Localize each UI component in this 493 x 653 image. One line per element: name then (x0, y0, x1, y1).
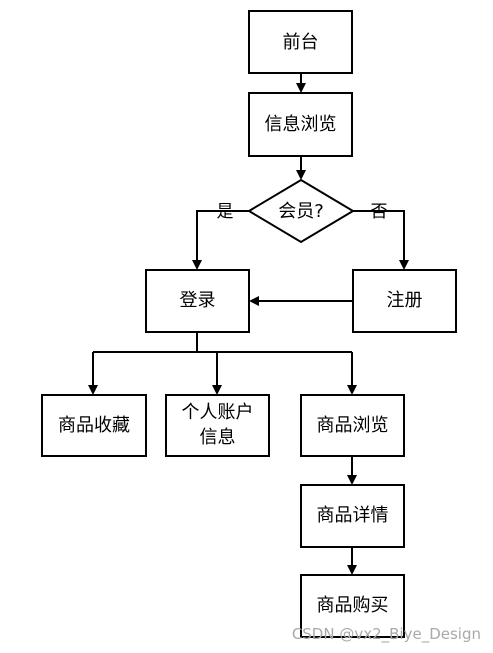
node-frontend-label: 前台 (283, 32, 319, 53)
edge-member-no-to-register (353, 210, 405, 261)
arrowhead (249, 296, 259, 306)
node-browse-info-label: 信息浏览 (265, 114, 337, 135)
connectors (88, 73, 409, 575)
node-favorites-label: 商品收藏 (58, 415, 130, 436)
node-member-decision: 会员? (247, 178, 355, 244)
arrowhead (347, 565, 357, 575)
node-product-purchase-label: 商品购买 (317, 595, 389, 616)
arrowhead (192, 260, 202, 270)
edge-label-yes: 是 (217, 202, 234, 222)
arrowhead (88, 385, 98, 395)
node-frontend: 前台 (248, 10, 353, 74)
node-register: 注册 (352, 269, 457, 333)
arrowhead (399, 260, 409, 270)
node-account-label-line2: 信息 (200, 427, 236, 448)
node-favorites: 商品收藏 (41, 394, 147, 457)
edge-member-yes-to-login (196, 210, 249, 261)
node-product-detail-label: 商品详情 (317, 505, 389, 526)
node-product-detail: 商品详情 (300, 484, 405, 548)
node-login-label: 登录 (180, 290, 216, 311)
node-product-browse-label: 商品浏览 (317, 415, 389, 436)
node-product-browse: 商品浏览 (300, 394, 405, 457)
node-account-label-line1: 个人账户 (182, 402, 254, 423)
arrowhead (296, 170, 306, 180)
node-product-purchase: 商品购买 (300, 574, 405, 638)
node-account: 个人账户 信息 (165, 394, 270, 457)
node-member-decision-label: 会员? (278, 201, 324, 222)
arrowhead (347, 475, 357, 485)
arrowhead (212, 385, 222, 395)
node-login: 登录 (145, 269, 250, 333)
node-register-label: 注册 (387, 290, 423, 311)
arrowhead (296, 83, 306, 93)
watermark: CSDN @vx2_Biye_Design (291, 625, 481, 643)
node-browse-info: 信息浏览 (248, 92, 353, 157)
arrowhead (347, 385, 357, 395)
edge-label-no: 否 (371, 202, 388, 222)
